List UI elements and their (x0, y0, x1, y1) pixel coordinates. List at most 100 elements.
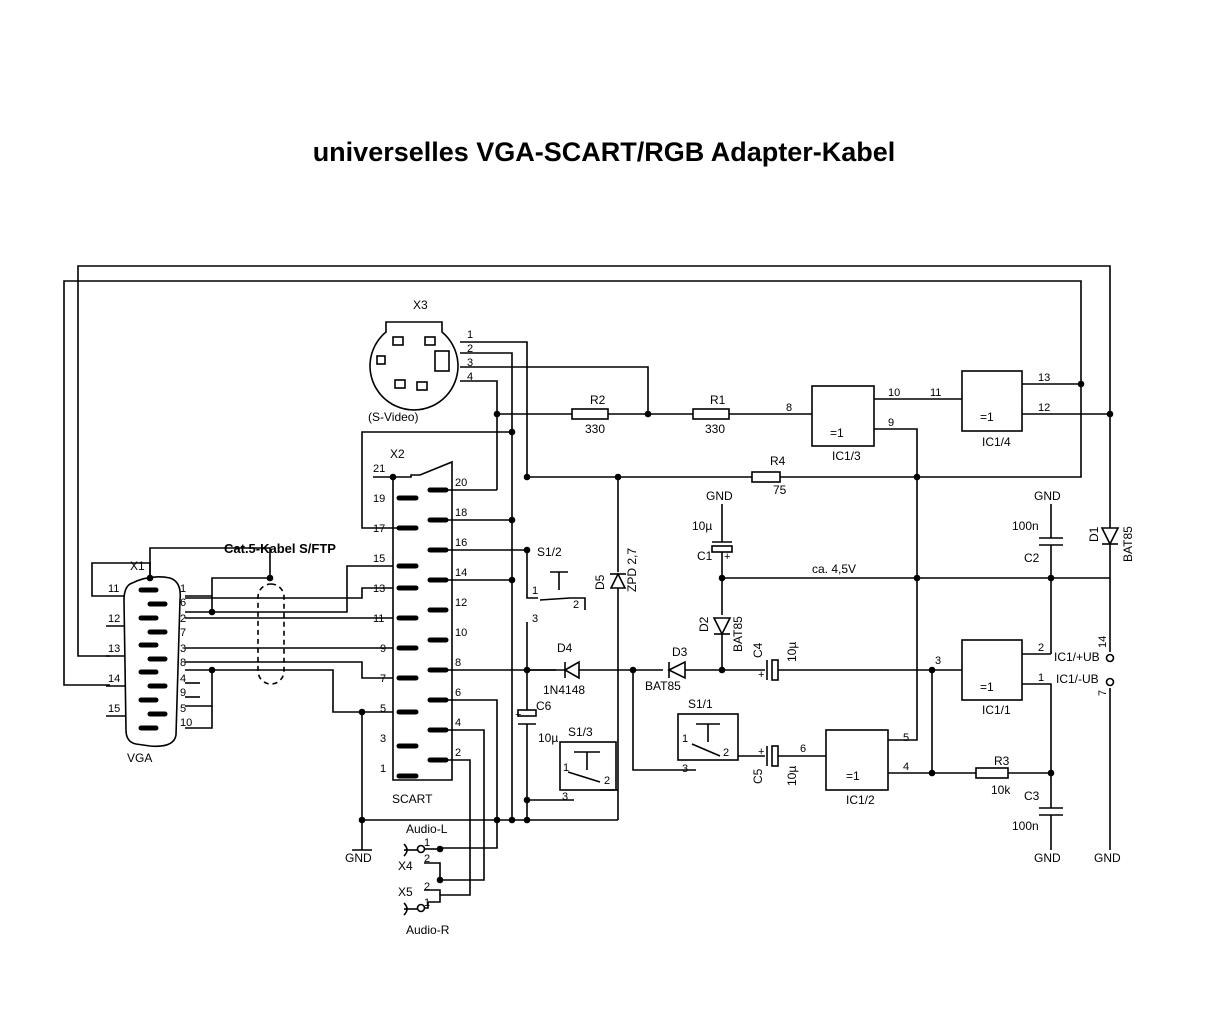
svg-text:3: 3 (532, 613, 538, 625)
c6-label: C6 (536, 699, 552, 713)
c3-value: 100n (1012, 819, 1039, 833)
svg-text:13: 13 (1038, 372, 1050, 384)
svg-text:7: 7 (380, 673, 386, 685)
ic12-label: IC1/2 (846, 793, 875, 807)
svg-text:12: 12 (455, 597, 467, 609)
scart-connector: X2 SCART 21 19 17 15 13 11 9 7 5 3 1 (185, 431, 618, 903)
svg-text:=1: =1 (980, 410, 994, 424)
svg-text:6: 6 (800, 743, 806, 755)
ic14-label: IC1/4 (982, 435, 1011, 449)
svg-text:3: 3 (562, 791, 568, 803)
s12-label: S1/2 (537, 545, 562, 559)
svg-text:6: 6 (180, 597, 186, 609)
svg-text:10: 10 (455, 627, 467, 639)
svg-text:9: 9 (180, 687, 186, 699)
svideo-connector: X3 (S-Video) 1 2 3 4 (368, 298, 649, 820)
diagram-title: universelles VGA-SCART/RGB Adapter-Kabel (312, 137, 896, 167)
svg-text:BAT85: BAT85 (731, 616, 745, 652)
svg-text:11: 11 (373, 613, 384, 625)
r1-r2-chain: R2 330 R1 330 8 (497, 393, 812, 436)
d4-value: 1N4148 (543, 683, 585, 697)
svg-text:=1: =1 (830, 426, 844, 440)
svg-text:16: 16 (455, 537, 467, 549)
svg-text:4: 4 (467, 371, 473, 383)
r2-label: R2 (590, 393, 606, 407)
d4-diode: D4 1N4148 (527, 641, 663, 697)
svg-text:5: 5 (380, 703, 386, 715)
svg-text:14: 14 (108, 673, 120, 685)
svideo-label: (S-Video) (368, 410, 418, 424)
r4-value: 75 (773, 483, 787, 497)
svg-text:1: 1 (380, 763, 386, 775)
c3-label: C3 (1024, 789, 1040, 803)
svg-text:2: 2 (424, 881, 430, 893)
svg-text:18: 18 (455, 507, 467, 519)
svg-text:=1: =1 (846, 769, 860, 783)
d3-value: BAT85 (645, 679, 681, 693)
svg-text:1: 1 (467, 329, 473, 341)
svg-text:8: 8 (180, 657, 186, 669)
svg-text:19: 19 (373, 493, 385, 505)
svg-text:1: 1 (563, 762, 569, 774)
svg-text:GND: GND (706, 489, 733, 503)
svg-text:D1: D1 (1087, 526, 1101, 542)
r1-value: 330 (705, 422, 725, 436)
s13-switch: S1/3 1 2 3 (527, 725, 618, 803)
svg-text:11: 11 (930, 387, 941, 399)
svg-text:1: 1 (682, 733, 688, 745)
svg-text:14: 14 (1097, 636, 1109, 648)
svg-text:+: + (758, 669, 764, 681)
svg-text:6: 6 (455, 687, 461, 699)
svg-text:=1: =1 (980, 680, 994, 694)
ic11-gate: =1 IC1/1 2 1 (961, 639, 1052, 773)
svg-text:8: 8 (786, 402, 792, 414)
c4-capacitor: + C4 10µ 3 (751, 642, 962, 681)
r2-resistor (571, 408, 609, 420)
svg-text:7: 7 (1097, 690, 1109, 696)
x5-label: X5 (398, 885, 413, 899)
svg-text:12: 12 (108, 613, 120, 625)
svg-text:2: 2 (467, 343, 473, 355)
scart-label: SCART (392, 792, 433, 806)
c1-value: 10µ (692, 519, 712, 533)
audio-connectors: Audio-L X4 X5 Audio-R 1 2 2 1 (398, 822, 450, 937)
r2-value: 330 (585, 422, 605, 436)
svg-text:8: 8 (455, 657, 461, 669)
svg-text:3: 3 (935, 655, 941, 667)
svg-text:GND: GND (345, 851, 372, 865)
svg-text:14: 14 (455, 567, 467, 579)
svg-text:ZPD 2,7: ZPD 2,7 (625, 548, 639, 592)
r3-label: R3 (994, 754, 1010, 768)
c1-label: C1 (697, 549, 713, 563)
svg-text:9: 9 (380, 643, 386, 655)
vga-connector: X1 VGA 11 12 13 14 15 1 6 2 7 3 8 4 9 5 … (91, 547, 271, 765)
svg-text:3: 3 (467, 357, 473, 369)
svg-text:10: 10 (180, 717, 192, 729)
s11-switch: S1/1 1 2 (677, 697, 765, 761)
svg-text:17: 17 (373, 523, 385, 535)
svg-text:GND: GND (1034, 851, 1061, 865)
svg-text:15: 15 (108, 703, 120, 715)
svg-text:2: 2 (455, 747, 461, 759)
svg-text:10µ: 10µ (785, 642, 799, 662)
svg-text:1: 1 (424, 897, 430, 909)
svg-text:2: 2 (723, 747, 729, 759)
svg-text:20: 20 (455, 477, 467, 489)
svg-text:9: 9 (888, 417, 894, 429)
r3-value: 10k (991, 783, 1011, 797)
svg-text:D2: D2 (697, 616, 711, 632)
d1-supply: D1 BAT85 IC1/+UB IC1/-UB 14 7 GND (1054, 414, 1135, 865)
vga-label: VGA (127, 751, 152, 765)
x4-label: X4 (398, 859, 413, 873)
c6-capacitor: + C6 10µ (515, 670, 558, 820)
c6-value: 10µ (538, 731, 558, 745)
svg-text:1: 1 (1038, 672, 1044, 684)
svg-text:C4: C4 (751, 642, 765, 658)
svg-text:GND: GND (1094, 851, 1121, 865)
cable-label: Cat.5-Kabel S/FTP (224, 541, 336, 556)
svg-text:2: 2 (1038, 642, 1044, 654)
svg-text:13: 13 (108, 643, 120, 655)
svg-text:21: 21 (373, 463, 385, 475)
ubp-label: IC1/+UB (1054, 650, 1100, 664)
